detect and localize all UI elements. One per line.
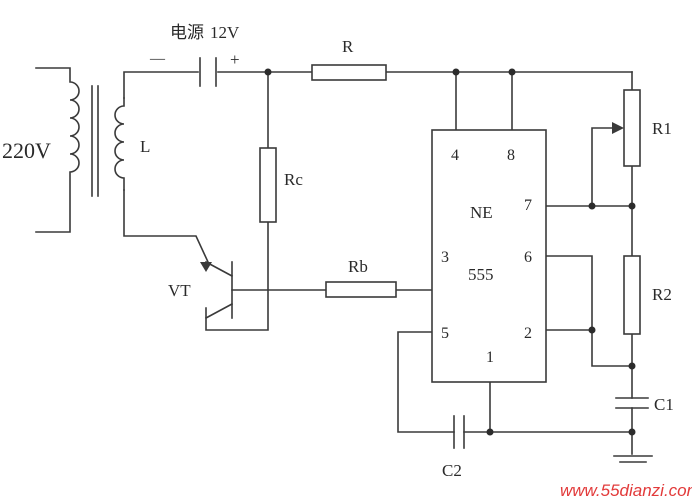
- ic-name-555: 555: [468, 265, 494, 284]
- ic-pin-1: 1: [486, 349, 494, 366]
- label-220v: 220V: [2, 138, 51, 163]
- label-minus: —: [149, 51, 166, 67]
- label-rc: Rc: [284, 170, 303, 189]
- transformer-core: [91, 85, 99, 197]
- label-vt: VT: [168, 281, 191, 300]
- ic-pin-3: 3: [441, 249, 449, 266]
- capacitor-c1: [615, 397, 649, 409]
- transformer-primary: [35, 67, 80, 233]
- label-r1: R1: [652, 119, 672, 138]
- label-c1: C1: [654, 395, 674, 414]
- battery-12v: [199, 57, 217, 87]
- ic-pin-7: 7: [524, 197, 532, 214]
- ic-pin-4: 4: [451, 147, 459, 164]
- label-rb: Rb: [348, 257, 368, 276]
- label-supply-12v: 12V: [210, 23, 240, 42]
- junction-dots: [264, 68, 636, 436]
- label-c2: C2: [442, 461, 462, 480]
- resistor-r2: [623, 255, 641, 335]
- ic-pin-8: 8: [507, 147, 515, 164]
- label-plus: +: [230, 50, 240, 69]
- resistor-r1: [623, 89, 641, 167]
- resistor-r: [311, 64, 387, 81]
- label-r2: R2: [652, 285, 672, 304]
- ic-pin-2: 2: [524, 325, 532, 342]
- ic-pin-6: 6: [524, 249, 532, 266]
- label-coil-l: L: [140, 137, 150, 156]
- transistor-vt: [200, 260, 234, 320]
- resistor-rc: [259, 147, 277, 223]
- watermark-text: www.55dianzi.com: [560, 481, 692, 500]
- ic-ne555-body: [431, 129, 547, 383]
- ground-symbol: [613, 455, 653, 463]
- label-r: R: [342, 37, 354, 56]
- resistor-rb: [325, 281, 397, 298]
- wires: [123, 71, 633, 455]
- ic-pin-5: 5: [441, 325, 449, 342]
- ic-name-ne: NE: [470, 203, 493, 222]
- capacitor-c2: [453, 415, 465, 449]
- r1-wiper-arrow: [612, 122, 624, 134]
- transformer-secondary-coil: [114, 97, 125, 191]
- label-supply-cn: 电源: [170, 23, 204, 42]
